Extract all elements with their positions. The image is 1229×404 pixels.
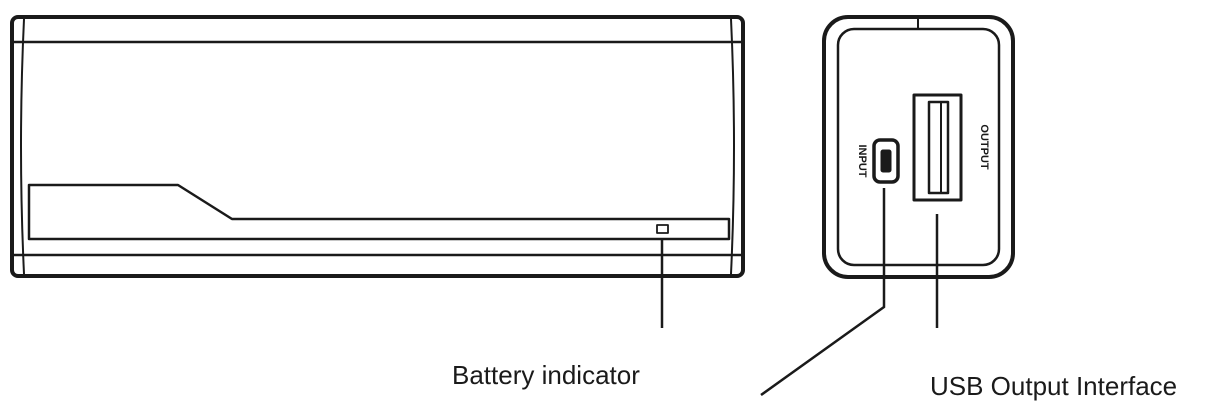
usb-output-port-inner — [927, 100, 950, 195]
side-view-right-cap — [730, 18, 735, 275]
callout-lines — [660, 188, 939, 397]
input-port-leader — [760, 188, 886, 397]
usb-output-interface-label: USB Output Interface — [930, 371, 1178, 401]
micro-usb-input-port — [872, 138, 900, 184]
input-port-label: INPUT — [856, 145, 868, 178]
battery-indicator-led — [656, 224, 669, 234]
output-port-label: OUTPUT — [978, 124, 990, 170]
micro-usb-input-port-inner — [880, 149, 892, 173]
power-bank-end-view — [822, 15, 1015, 279]
battery-indicator-label: Battery indicator — [452, 360, 640, 390]
indicator-strip — [27, 183, 731, 241]
usb-output-port — [912, 93, 963, 202]
side-view-left-cap — [20, 18, 25, 275]
side-view-body-outline — [10, 15, 745, 278]
power-bank-side-view — [10, 15, 745, 278]
